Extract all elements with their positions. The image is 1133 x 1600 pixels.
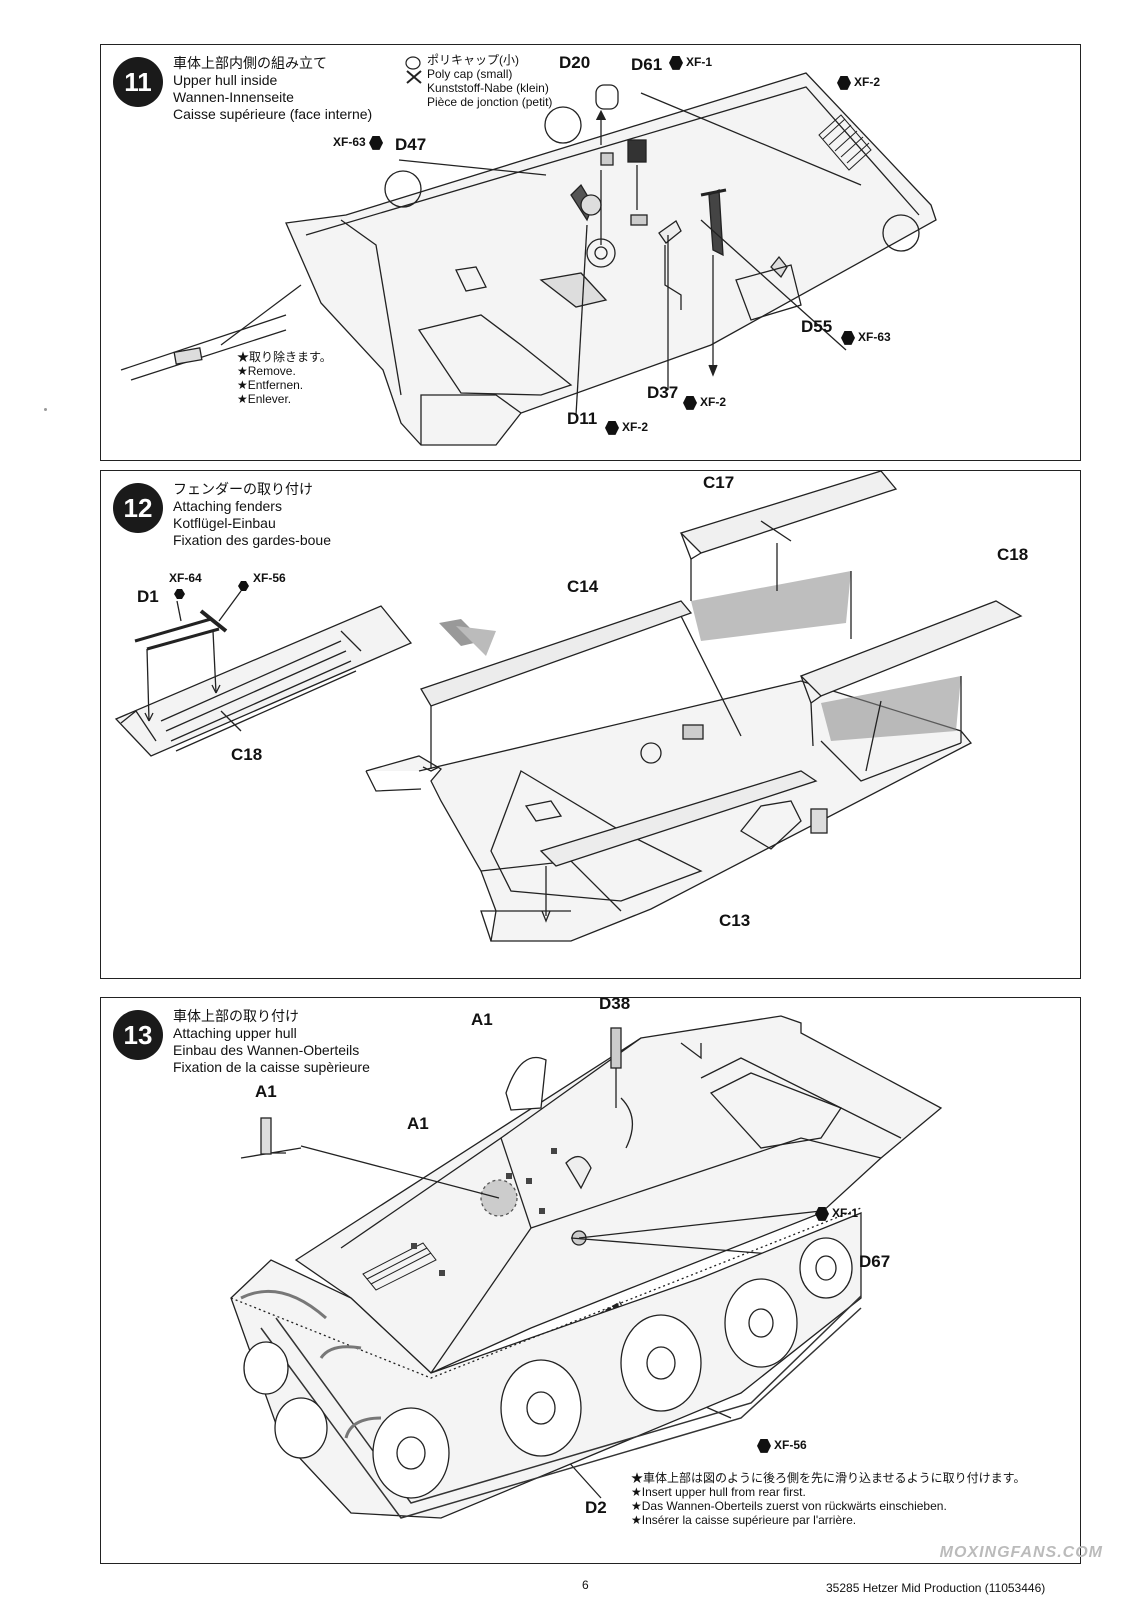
paint-code-d67: XF-1	[815, 1206, 858, 1221]
part-label-a1-left: A1	[255, 1082, 277, 1101]
title-de: Einbau des Wannen-Oberteils	[173, 1042, 360, 1058]
remove-note-en: ★Remove.	[237, 364, 296, 378]
paint-code-d55: XF-63	[841, 330, 891, 345]
upper-hull-attachment-drawing	[230, 1015, 943, 1519]
part-label-c17: C17	[703, 473, 735, 492]
polycap-legend: ポリキャップ(小) Poly cap (small) Kunststoff-Na…	[427, 53, 552, 109]
part-label-c18-left: C18	[231, 745, 263, 764]
insert-note: ★車体上部は図のように後ろ側を先に滑り込ませるように取り付けます。 ★Inser…	[631, 1471, 1071, 1527]
part-label-d67: D67	[859, 1252, 891, 1271]
step-number-badge: 12	[113, 483, 163, 533]
insert-note-jp: ★車体上部は図のように後ろ側を先に滑り込ませるように取り付けます。	[631, 1471, 1026, 1485]
title-jp: フェンダーの取り付け	[173, 481, 313, 497]
insert-note-de: ★Das Wannen-Oberteils zuerst von rückwär…	[631, 1499, 947, 1513]
step-13-panel: 13 車体上部の取り付け Attaching upper hull Einbau…	[100, 997, 1081, 1564]
part-label-c18-right: C18	[997, 545, 1029, 564]
part-label-d11: D11	[567, 409, 598, 428]
step-number-badge: 13	[113, 1010, 163, 1060]
part-label-a1-top: A1	[471, 1010, 493, 1029]
part-label-d47: D47	[395, 135, 427, 154]
remove-note-jp: ★取り除きます。	[237, 350, 332, 364]
part-label-a1-mid: A1	[407, 1114, 429, 1133]
insert-note-en: ★Insert upper hull from rear first.	[631, 1485, 806, 1499]
part-label-d37: D37	[647, 383, 679, 402]
step-12-titles: フェンダーの取り付け Attaching fenders Kotflügel-E…	[173, 481, 331, 549]
part-label-d1: D1	[137, 587, 159, 606]
title-fr: Caisse supérieure (face interne)	[173, 106, 373, 122]
remove-note: ★取り除きます。 ★Remove. ★Entfernen. ★Enlever.	[237, 350, 332, 406]
paint-hex-icon	[605, 420, 619, 435]
paint-code-xf56: XF-56	[253, 571, 286, 585]
insert-note-fr: ★Insérer la caisse supérieure par l'arri…	[631, 1513, 857, 1527]
paint-hex-icon	[815, 1206, 829, 1221]
part-label-d61: D61	[631, 55, 663, 74]
title-en: Attaching fenders	[173, 498, 282, 514]
title-en: Upper hull inside	[173, 72, 278, 88]
fender-attachment-drawing	[114, 471, 1023, 942]
title-de: Kotflügel-Einbau	[173, 515, 276, 531]
watermark: MOXINGFANS.COM	[939, 1544, 1103, 1561]
paint-hex-icon	[841, 330, 855, 345]
product-code: 35285 Hetzer Mid Production (11053446)	[826, 1581, 1046, 1595]
paint-hex-icon	[669, 55, 683, 70]
paint-code-lower: XF-56	[757, 1438, 807, 1453]
upper-hull-inside-drawing	[120, 56, 937, 446]
title-de: Wannen-Innenseite	[173, 89, 294, 105]
step-13-titles: 車体上部の取り付け Attaching upper hull Einbau de…	[173, 1008, 370, 1076]
paint-hex-icon	[757, 1438, 771, 1453]
step-number-badge: 11	[113, 57, 163, 107]
part-label-c14: C14	[567, 577, 599, 596]
step-11-panel: 11 車体上部内側の組み立て Upper hull inside Wannen-…	[100, 44, 1081, 461]
polycap-en: Poly cap (small)	[427, 67, 513, 81]
polycap-fr: Pièce de jonction (petit)	[427, 95, 553, 109]
paint-hex-icon	[837, 75, 851, 90]
part-label-c13: C13	[719, 911, 751, 930]
title-fr: Fixation des gardes-boue	[173, 532, 331, 548]
paint-hex-icon	[683, 395, 697, 410]
margin-dot	[44, 408, 47, 411]
title-en: Attaching upper hull	[173, 1025, 297, 1041]
paint-code-d47: XF-63	[333, 135, 386, 150]
paint-code-d37: XF-2	[683, 395, 726, 410]
part-label-d38: D38	[599, 997, 631, 1013]
remove-note-de: ★Entfernen.	[237, 378, 304, 392]
step-11-titles: 車体上部内側の組み立て Upper hull inside Wannen-Inn…	[173, 55, 372, 123]
step-12-panel: 12 フェンダーの取り付け Attaching fenders Kotflüge…	[100, 470, 1081, 979]
paint-code-top-right: XF-2	[837, 75, 880, 90]
polycap-jp: ポリキャップ(小)	[427, 53, 519, 67]
paint-code-xf64: XF-64	[169, 571, 202, 585]
paint-code-d11: XF-2	[605, 420, 648, 435]
title-jp: 車体上部の取り付け	[173, 1008, 299, 1024]
polycap-de: Kunststoff-Nabe (klein)	[427, 81, 549, 95]
part-label-d55: D55	[801, 317, 833, 336]
remove-note-fr: ★Enlever.	[237, 392, 292, 406]
title-jp: 車体上部内側の組み立て	[173, 55, 327, 71]
part-label-d2: D2	[585, 1498, 607, 1517]
title-fr: Fixation de la caisse supèrieure	[173, 1059, 370, 1075]
page-number: 6	[582, 1578, 589, 1592]
part-label-d20: D20	[559, 53, 591, 72]
paint-hex-icon	[369, 135, 384, 150]
paint-code-d61: XF-1	[669, 55, 712, 70]
